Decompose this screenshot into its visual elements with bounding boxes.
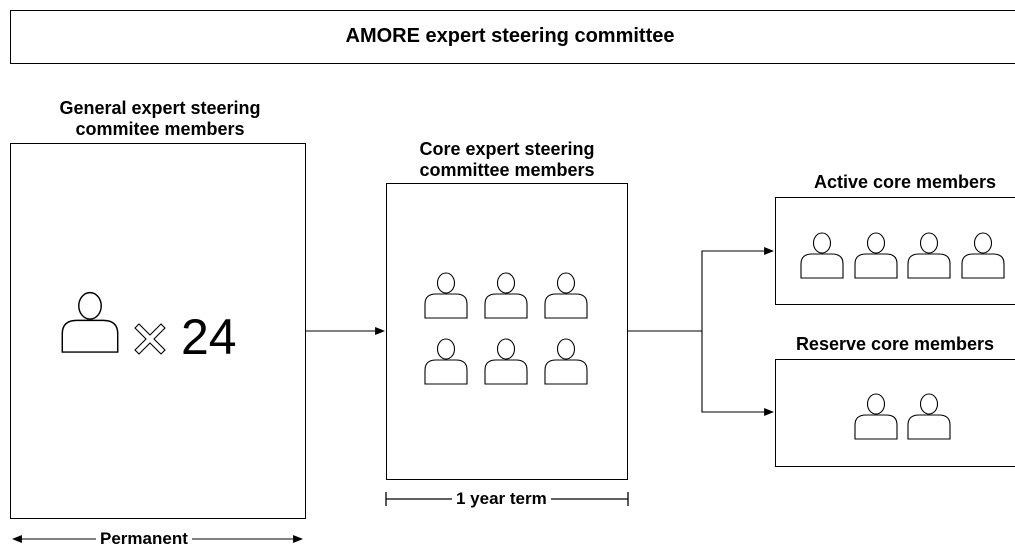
core-members-label: Core expert steering committee members xyxy=(419,139,595,180)
core-members-box xyxy=(386,183,628,480)
general-members-label: General expert steering commitee members xyxy=(59,98,261,139)
general-members-box xyxy=(10,143,306,519)
general-duration-label: Permanent xyxy=(96,529,192,549)
active-member-icons xyxy=(800,232,1005,279)
reserve-members-box xyxy=(775,359,1015,467)
title-box xyxy=(10,10,1015,64)
person-icon xyxy=(424,338,468,385)
person-icon xyxy=(544,272,588,319)
general-member-multiplier: 24 xyxy=(181,309,237,365)
person-icon xyxy=(854,393,898,440)
person-icon xyxy=(961,232,1005,279)
active-members-label: Active core members xyxy=(813,172,997,192)
person-icon xyxy=(61,291,119,353)
person-icon xyxy=(854,232,898,279)
reserve-member-icons xyxy=(854,393,951,440)
person-icon xyxy=(484,338,528,385)
split-to-active-arrow xyxy=(701,247,774,331)
core-member-icons xyxy=(424,272,588,385)
person-icon xyxy=(907,393,951,440)
active-members-box xyxy=(775,197,1015,305)
person-icon xyxy=(484,272,528,319)
person-icon xyxy=(424,272,468,319)
reserve-members-label: Reserve core members xyxy=(795,334,995,354)
person-icon xyxy=(544,338,588,385)
multiply-icon xyxy=(134,323,166,355)
person-icon xyxy=(800,232,844,279)
diagram-title: AMORE expert steering committee xyxy=(345,25,675,47)
person-icon xyxy=(907,232,951,279)
split-to-reserve-arrow xyxy=(701,331,774,416)
core-term-label: 1 year term xyxy=(452,489,551,509)
